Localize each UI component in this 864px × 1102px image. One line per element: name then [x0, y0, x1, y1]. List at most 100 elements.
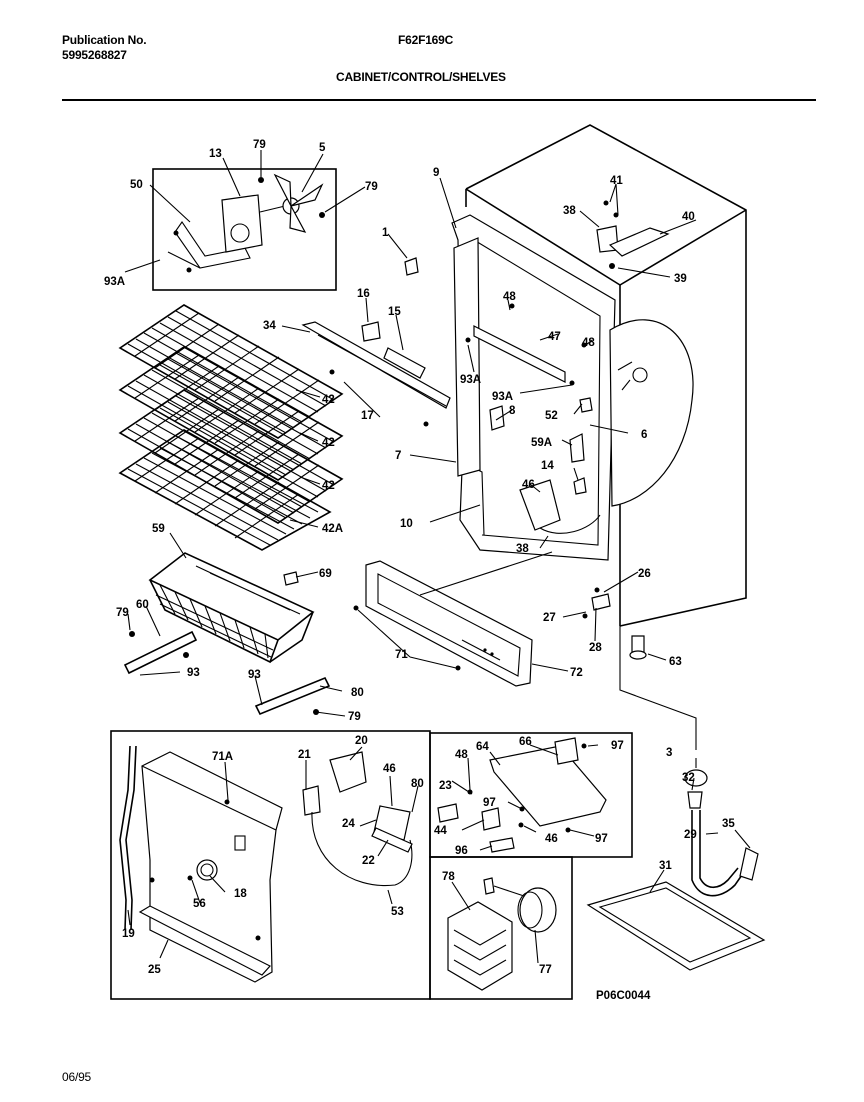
callout: 93A	[460, 374, 481, 386]
revision-date: 06/95	[62, 1070, 92, 1084]
callout: 79	[365, 181, 378, 193]
callout: 3	[666, 747, 672, 759]
callout: 28	[589, 642, 602, 654]
callout: 96	[455, 845, 468, 857]
callout: 17	[361, 410, 374, 422]
callout: 46	[522, 479, 535, 491]
callout: 21	[298, 749, 311, 761]
callout: 32	[682, 772, 695, 784]
callout: 25	[148, 964, 161, 976]
callout: 50	[130, 179, 143, 191]
callout: 53	[391, 906, 404, 918]
callout: 66	[519, 736, 532, 748]
callout: 34	[263, 320, 276, 332]
callout: 48	[503, 291, 516, 303]
callout: 93	[248, 669, 261, 681]
callout: 7	[395, 450, 401, 462]
callout: 77	[539, 964, 552, 976]
drawing-code: P06C0044	[596, 990, 651, 1002]
callout: 59A	[531, 437, 552, 449]
callout: 41	[610, 175, 623, 187]
freezer-basket	[123, 552, 331, 716]
callout: 27	[543, 612, 556, 624]
callout: 42	[322, 480, 335, 492]
callout: 47	[548, 331, 561, 343]
callout: 40	[682, 211, 695, 223]
header-rule	[62, 99, 816, 101]
publication-number: 5995268827	[62, 48, 127, 62]
callout: 38	[516, 543, 529, 555]
callout: 39	[674, 273, 687, 285]
callout: 93	[187, 667, 200, 679]
callout: 8	[509, 405, 516, 417]
callout: 59	[152, 523, 165, 535]
callout: 64	[476, 741, 489, 753]
callout-labels: 79 13 5 50 79 93A 1 9 41 38 40 39 16 15 …	[104, 139, 735, 976]
model-number: F62F169C	[398, 33, 454, 47]
callout: 42	[322, 437, 335, 449]
callout: 79	[116, 607, 129, 619]
callout: 80	[351, 687, 364, 699]
callout: 26	[638, 568, 651, 580]
callout: 46	[383, 763, 396, 775]
callout: 20	[355, 735, 368, 747]
callout: 42A	[322, 523, 343, 535]
callout: 13	[209, 148, 222, 160]
callout: 23	[439, 780, 452, 792]
callout: 15	[388, 306, 401, 318]
callout: 5	[319, 142, 326, 154]
callout: 48	[455, 749, 468, 761]
callout: 97	[611, 740, 624, 752]
callout: 71	[395, 649, 408, 661]
callout: 10	[400, 518, 413, 530]
callout: 44	[434, 825, 447, 837]
callout: 93A	[492, 391, 513, 403]
callout: 42	[322, 394, 335, 406]
cabinet-small-parts	[301, 257, 611, 619]
callout: 80	[411, 778, 424, 790]
callout: 46	[545, 833, 558, 845]
callout: 78	[442, 871, 455, 883]
callout: 97	[595, 833, 608, 845]
cabinet	[451, 124, 747, 627]
callout: 14	[541, 460, 554, 472]
callout: 93A	[104, 276, 125, 288]
front-trim-panel	[353, 551, 553, 687]
callout: 63	[669, 656, 682, 668]
shelf-4	[118, 429, 332, 551]
shelf-2	[118, 346, 344, 481]
callout: 69	[319, 568, 332, 580]
callout: 1	[382, 227, 389, 239]
control-inset	[429, 732, 633, 858]
callout: 52	[545, 410, 558, 422]
leader-lines	[124, 150, 751, 964]
callout: 18	[234, 888, 247, 900]
callout: 56	[193, 898, 206, 910]
shelf-1	[118, 304, 344, 439]
callout: 35	[722, 818, 735, 830]
callout: 24	[342, 818, 355, 830]
callout: 72	[570, 667, 583, 679]
callout: 6	[641, 429, 647, 441]
wire-shelves	[118, 304, 344, 551]
section-title: CABINET/CONTROL/SHELVES	[336, 70, 506, 84]
callout: 60	[136, 599, 149, 611]
callout: 97	[483, 797, 496, 809]
callout: 19	[122, 928, 135, 940]
callout: 31	[659, 860, 672, 872]
callout: 71A	[212, 751, 233, 763]
callout: 79	[348, 711, 361, 723]
cover-inset	[429, 856, 573, 1000]
fan-motor-inset	[152, 168, 337, 291]
callout: 22	[362, 855, 375, 867]
publication-label: Publication No.	[62, 33, 147, 47]
callout: 29	[684, 829, 697, 841]
callout: 38	[563, 205, 576, 217]
callout: 79	[253, 139, 266, 151]
drain-and-drip-tray	[586, 626, 766, 971]
callout: 9	[433, 167, 439, 179]
bracket-assembly	[596, 200, 670, 269]
control-housing-inset	[110, 730, 431, 1000]
callout: 48	[582, 337, 595, 349]
